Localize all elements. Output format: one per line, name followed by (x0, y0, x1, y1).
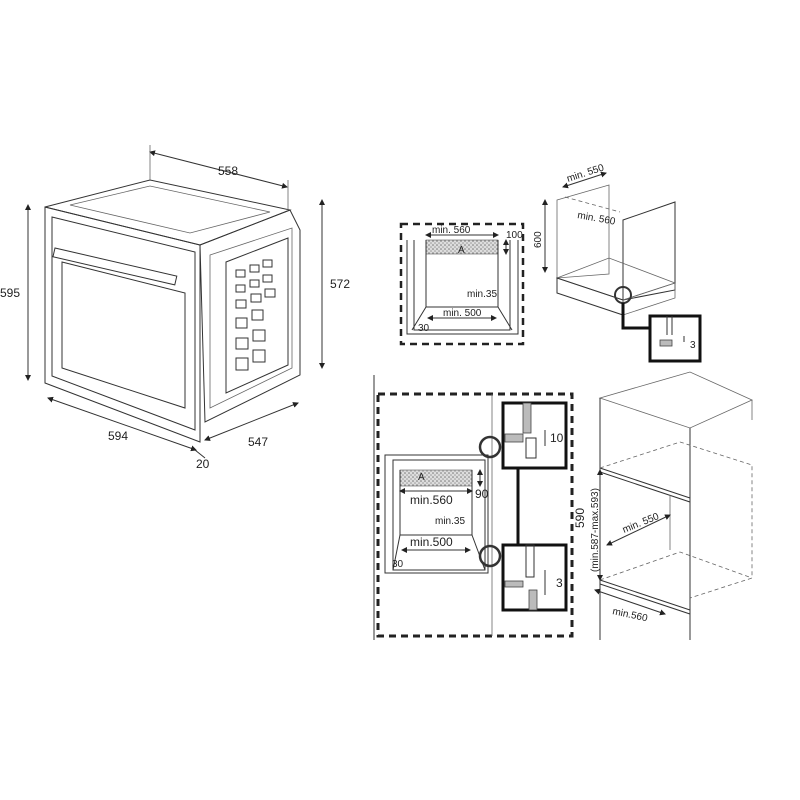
column-area-label: A (418, 472, 425, 483)
dim-cab-min-width: min. 560 (576, 210, 616, 228)
oven-door (51, 216, 196, 431)
dim-col-side-offset: 30 (392, 559, 404, 570)
dim-col-min-gap: min.35 (435, 516, 465, 527)
dim-col-min-width-top: min.560 (410, 493, 453, 507)
dim-oven-depth-side: 547 (248, 435, 268, 449)
column-cabinet: 590 (min.587-max.593) min. 550 min.560 (573, 371, 753, 640)
oven-handle (52, 247, 178, 286)
dim-door-thickness: 20 (196, 457, 210, 471)
dim-cab-min-depth: min. 550 (566, 162, 606, 184)
dim-uc-min-width-top: min. 560 (432, 225, 471, 236)
oven-front-face (44, 206, 201, 443)
detail-box-undercounter (648, 314, 702, 363)
dim-detail-gap: 3 (690, 340, 696, 351)
column-section: A min.560 90 min.35 min.500 30 10 3 (373, 375, 574, 640)
dim-uc-min-gap: min.35 (467, 289, 497, 300)
dim-cab-height: 600 (533, 231, 544, 248)
dim-col-min-width-bottom: min.500 (410, 535, 453, 549)
dim-oven-depth-top: 558 (218, 164, 238, 178)
dim-oven-height-front: 595 (0, 286, 20, 300)
dim-column-height-range: (min.587-max.593) (590, 488, 601, 572)
undercounter-cabinet: min. 550 min. 560 600 3 (533, 162, 702, 363)
dim-detail-top-gap: 10 (550, 431, 564, 445)
dim-column-min-depth: min. 550 (621, 511, 661, 536)
dim-column-height: 590 (573, 508, 587, 528)
dim-detail-bottom-gap: 3 (556, 576, 563, 590)
control-buttons (235, 259, 276, 371)
oven-drawing: 558 595 572 594 547 20 (0, 145, 350, 471)
dim-oven-width: 594 (108, 429, 128, 443)
dim-uc-min-width-bottom: min. 500 (443, 308, 482, 319)
dim-column-min-width: min.560 (611, 606, 649, 624)
detail-box-top (501, 401, 568, 470)
dim-col-top-clearance: 90 (475, 487, 489, 501)
dim-uc-top-clearance: 100 (506, 230, 523, 241)
dim-oven-height-side: 572 (330, 277, 350, 291)
undercounter-section: min. 560 100 A min.35 min. 500 30 (399, 222, 525, 346)
uc-area-label: A (458, 245, 465, 256)
dim-uc-side-offset: 30 (418, 323, 430, 334)
oven-side (199, 209, 301, 423)
